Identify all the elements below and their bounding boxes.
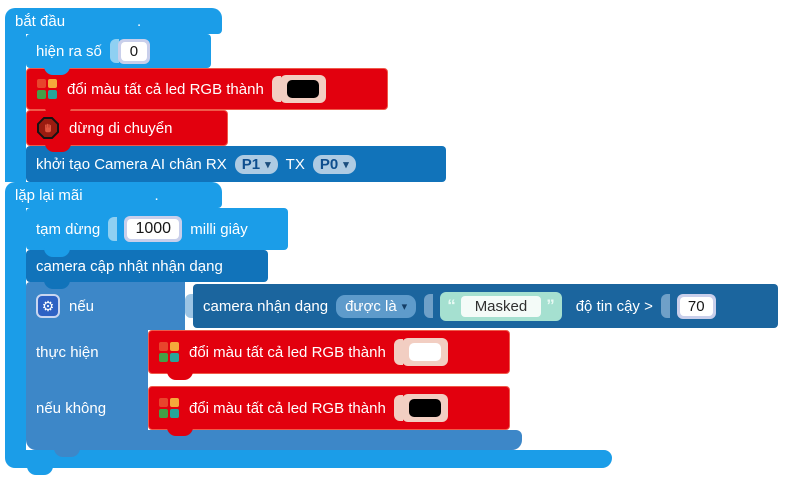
tx-label: TX (285, 155, 305, 173)
led-grid-icon (37, 79, 57, 99)
confidence-input[interactable]: 70 (676, 293, 716, 319)
if-column-spacer (26, 374, 148, 386)
color-picker[interactable] (401, 338, 448, 366)
chevron-down-icon: ▾ (401, 300, 408, 313)
block-set-rgb-black[interactable]: đổi màu tất cả led RGB thành (26, 68, 388, 116)
rx-pin-value: P1 (241, 155, 261, 173)
tx-pin-dropdown[interactable]: P0 ▾ (312, 154, 356, 174)
block-init-camera-ai[interactable]: khởi tạo Camera AI chân RX P1 ▾ TX P0 ▾ (26, 146, 446, 189)
pause-duration-input[interactable]: 1000 (124, 216, 183, 242)
mutator-gear-icon[interactable]: ⚙ (36, 294, 60, 318)
program-stack: bắt đầu . hiện ra số 0 đổi màu tấ (5, 8, 778, 475)
if-else-row: nếu không đổi màu tất cả led RGB thành (26, 386, 510, 436)
value-socket (393, 395, 403, 421)
string-block[interactable]: “ Masked ” (440, 291, 562, 321)
block-set-rgb-white[interactable]: đổi màu tất cả led RGB thành (148, 330, 510, 380)
value-socket (660, 294, 670, 318)
recognize-mode-value: được là (345, 297, 397, 315)
block-on-start[interactable]: bắt đầu . hiện ra số 0 đổi màu tấ (5, 8, 446, 189)
color-swatch-black[interactable] (408, 399, 441, 417)
on-start-label: bắt đầu (15, 12, 66, 30)
block-if-else[interactable]: ⚙ nếu camera nhận dạng được là ▾ (26, 282, 778, 457)
set-rgb-label: đổi màu tất cả led RGB thành (67, 80, 264, 98)
camera-update-label: camera cập nhật nhận dạng (36, 257, 223, 275)
block-pause[interactable]: tạm dừng 1000 milli giây (26, 208, 288, 257)
forever-body: tạm dừng 1000 milli giây camera cập nhật… (5, 208, 778, 457)
forever-header[interactable]: lặp lại mãi . (5, 182, 222, 208)
pause-duration-value[interactable]: 1000 (127, 219, 180, 239)
color-picker[interactable] (401, 394, 448, 422)
value-socket (108, 217, 118, 241)
on-start-body: hiện ra số 0 đổi màu tất cả led RGB thàn… (5, 34, 446, 189)
else-label: nếu không (36, 399, 107, 417)
open-quote-icon: “ (447, 296, 456, 315)
stop-hand-icon (37, 117, 59, 139)
if-block-foot[interactable] (26, 430, 522, 457)
if-do-row: thực hiện đổi màu tất cả led RGB thành (26, 330, 510, 380)
confidence-value[interactable]: 70 (679, 296, 713, 316)
do-label-cell: thực hiện (26, 330, 148, 374)
forever-dot: . (154, 186, 159, 204)
color-swatch-white[interactable] (408, 343, 441, 361)
condition-label: camera nhận dạng (203, 297, 329, 315)
color-picker[interactable] (279, 75, 326, 103)
set-rgb-label: đổi màu tất cả led RGB thành (189, 343, 386, 361)
stop-moving-label: dừng di chuyển (69, 119, 173, 137)
else-label-cell: nếu không (26, 386, 148, 430)
if-label: nếu (69, 297, 95, 315)
set-rgb-label: đổi màu tất cả led RGB thành (189, 399, 386, 417)
if-condition-row: ⚙ nếu camera nhận dạng được là ▾ (26, 282, 778, 330)
if-header-cell[interactable]: ⚙ nếu (26, 282, 185, 330)
led-grid-icon (159, 342, 179, 362)
do-label: thực hiện (36, 343, 99, 361)
forever-foot[interactable] (5, 450, 612, 475)
number-input[interactable]: 0 (117, 38, 150, 64)
on-start-dot: . (137, 12, 142, 30)
block-camera-recognize-condition[interactable]: camera nhận dạng được là ▾ “ Masked ” (193, 284, 778, 328)
condition-socket (185, 294, 194, 318)
led-grid-icon (159, 398, 179, 418)
pause-unit-label: milli giây (190, 220, 248, 238)
value-socket (109, 39, 119, 63)
on-start-header[interactable]: bắt đầu . (5, 8, 222, 34)
recognize-mode-dropdown[interactable]: được là ▾ (336, 294, 417, 318)
chevron-down-icon: ▾ (265, 158, 271, 171)
init-camera-label: khởi tạo Camera AI chân RX (36, 155, 227, 173)
string-value[interactable]: Masked (460, 295, 542, 317)
block-set-rgb-black-else[interactable]: đổi màu tất cả led RGB thành (148, 386, 510, 436)
pause-label: tạm dừng (36, 220, 101, 238)
value-socket (271, 76, 281, 102)
value-socket (393, 339, 403, 365)
rx-pin-dropdown[interactable]: P1 ▾ (234, 154, 278, 174)
block-show-number[interactable]: hiện ra số 0 (26, 34, 211, 75)
confidence-label: độ tin cậy > (575, 297, 653, 315)
block-stop-moving[interactable]: dừng di chuyển (26, 110, 228, 152)
color-swatch-black[interactable] (286, 80, 319, 98)
forever-label: lặp lại mãi (15, 186, 83, 204)
block-camera-update[interactable]: camera cập nhật nhận dạng (26, 250, 268, 289)
block-forever[interactable]: lặp lại mãi . tạm dừng 1000 milli giây (5, 182, 778, 475)
value-socket (424, 294, 434, 318)
show-number-label: hiện ra số (36, 42, 102, 60)
number-input-value[interactable]: 0 (120, 41, 147, 61)
close-quote-icon: ” (546, 296, 555, 315)
tx-pin-value: P0 (319, 155, 339, 173)
chevron-down-icon: ▾ (343, 158, 349, 171)
